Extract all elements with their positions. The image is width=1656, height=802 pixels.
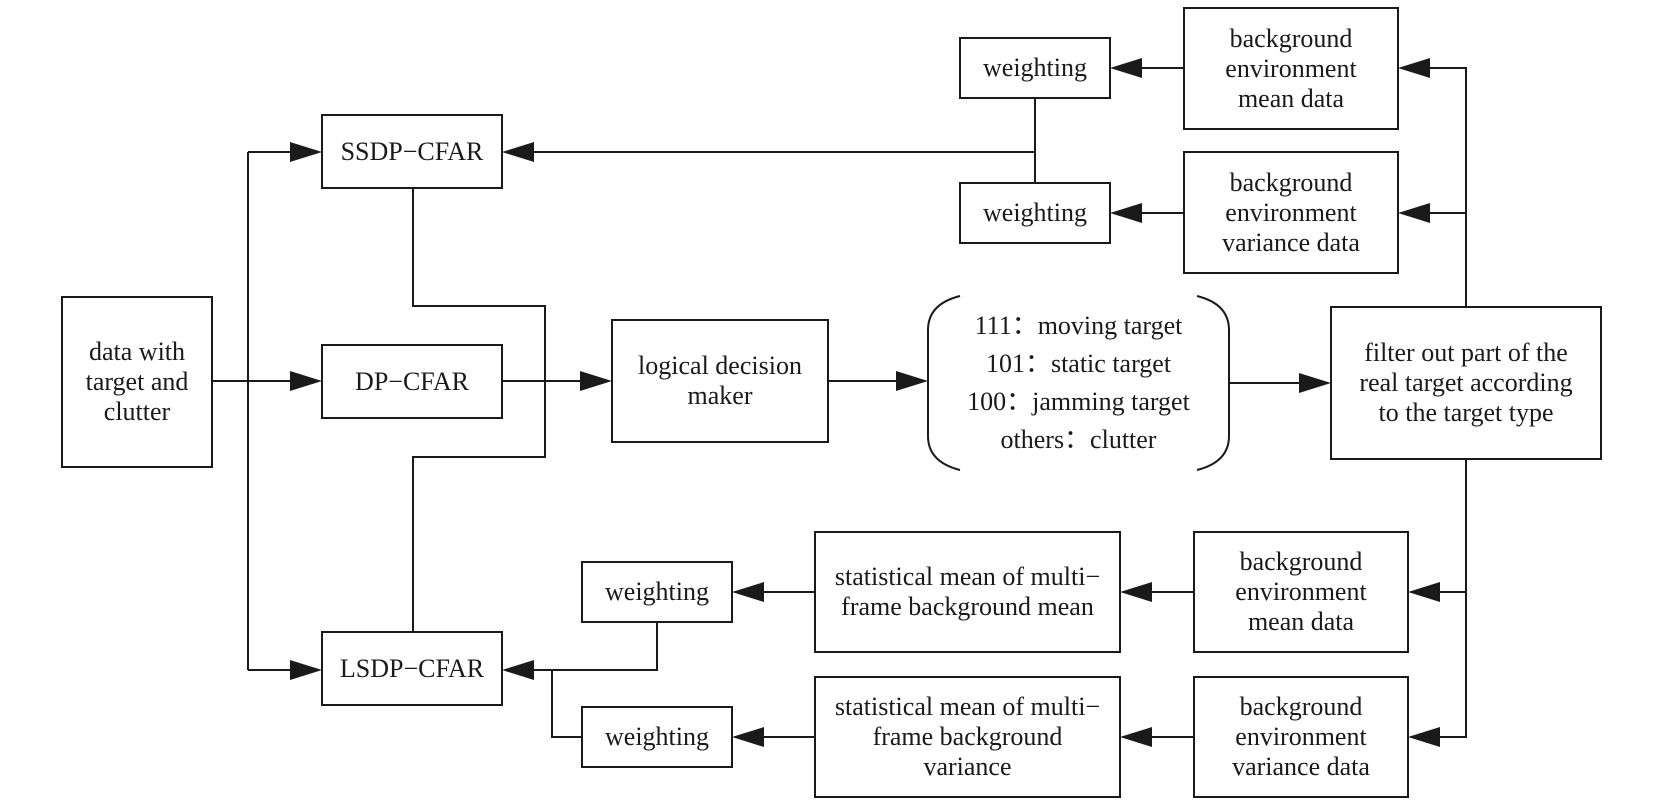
arrow-to-weighting-top2 bbox=[1110, 203, 1142, 223]
connector-input-bus bbox=[212, 151, 292, 671]
weighting-top2-label: weighting bbox=[960, 183, 1110, 243]
stat-var-label: statistical mean of multi−frame backgrou… bbox=[815, 677, 1120, 797]
stat-var-line-1: statistical mean of multi− bbox=[834, 692, 1101, 721]
arrow-to-weighting-bot2 bbox=[732, 727, 764, 747]
stat-var-line-2: frame background bbox=[872, 722, 1063, 751]
weighting-top2-box bbox=[959, 182, 1111, 244]
ssdp-cfar-box bbox=[321, 114, 503, 189]
bg-var-bot-line-2: environment bbox=[1235, 722, 1367, 751]
bg-mean-bot-line-2: environment bbox=[1235, 577, 1367, 606]
ssdp-cfar-line-1: SSDP−CFAR bbox=[340, 136, 484, 166]
decision-bracket-left bbox=[927, 295, 961, 471]
bg-mean-top-line-2: environment bbox=[1225, 53, 1357, 83]
input-line-3: clutter bbox=[103, 397, 171, 426]
weighting-top1-label: weighting bbox=[960, 38, 1110, 98]
arrow-into-lsdp bbox=[502, 660, 534, 680]
decision-codes-line-3: 100：jamming target bbox=[967, 387, 1190, 416]
input-line-1: data with bbox=[88, 337, 186, 366]
filter-line-2: real target according bbox=[1359, 368, 1573, 397]
arrow-to-bg-var-bot bbox=[1408, 727, 1440, 747]
connector-weighting-to-lsdp bbox=[534, 622, 658, 738]
bg-var-top-line-2: environment bbox=[1225, 197, 1357, 227]
weighting-bot2-box bbox=[581, 706, 733, 768]
connector-filter-to-bottom bbox=[1440, 459, 1467, 738]
logical-decision-line-2: maker bbox=[687, 381, 753, 410]
arrow-to-codes bbox=[896, 371, 928, 391]
stat-var-box bbox=[814, 676, 1121, 798]
weighting-bot1-label: weighting bbox=[582, 562, 732, 622]
bg-mean-bot-line-1: background bbox=[1239, 547, 1363, 576]
bg-var-top-line-1: background bbox=[1229, 167, 1353, 197]
ssdp-cfar-label: SSDP−CFAR bbox=[322, 115, 502, 188]
logical-decision-box bbox=[611, 319, 829, 443]
arrow-to-bg-mean-top bbox=[1398, 58, 1430, 78]
lsdp-cfar-box bbox=[321, 631, 503, 706]
arrow-to-weighting-top1 bbox=[1110, 58, 1142, 78]
lsdp-cfar-label: LSDP−CFAR bbox=[322, 632, 502, 705]
bg-mean-top-line-1: background bbox=[1229, 23, 1353, 53]
connector-weighting-to-ssdp bbox=[534, 98, 1036, 183]
input-line-2: target and bbox=[85, 367, 189, 396]
arrow-to-bg-mean-bot bbox=[1408, 582, 1440, 602]
arrow-to-logic bbox=[580, 371, 612, 391]
connector-filter-to-top bbox=[1430, 67, 1467, 307]
arrow-to-weighting-bot1 bbox=[732, 582, 764, 602]
filter-line-3: to the target type bbox=[1378, 398, 1554, 427]
bg-var-bot-line-1: background bbox=[1239, 692, 1363, 721]
arrow-to-ssdp bbox=[290, 142, 322, 162]
input-box bbox=[61, 296, 213, 468]
stat-mean-label: statistical mean of multi−frame backgrou… bbox=[815, 532, 1120, 652]
filter-line-1: filter out part of the bbox=[1364, 338, 1568, 367]
stat-var-line-3: variance bbox=[923, 752, 1012, 781]
decision-codes-line-1: 111：moving target bbox=[974, 311, 1183, 340]
bg-var-top-box bbox=[1183, 151, 1399, 274]
stat-mean-line-2: frame background mean bbox=[841, 592, 1094, 621]
bg-mean-top-line-3: mean data bbox=[1237, 83, 1345, 113]
weighting-bot2-label: weighting bbox=[582, 707, 732, 767]
weighting-bot1-line-1: weighting bbox=[605, 577, 709, 606]
connector-stat-to-weighting bbox=[764, 591, 815, 738]
arrow-to-bg-var-top bbox=[1398, 203, 1430, 223]
filter-box bbox=[1330, 306, 1602, 460]
dp-cfar-line-1: DP−CFAR bbox=[355, 366, 469, 396]
dp-cfar-box bbox=[321, 344, 503, 419]
bg-mean-bot-line-3: mean data bbox=[1247, 607, 1355, 636]
connector-ssdp-to-logic bbox=[412, 188, 546, 381]
logical-decision-line-1: logical decision bbox=[638, 351, 802, 380]
arrow-to-stat-mean bbox=[1120, 582, 1152, 602]
decision-codes-line-4: others：clutter bbox=[1000, 425, 1157, 454]
weighting-top2-line-1: weighting bbox=[983, 198, 1087, 227]
stat-mean-line-1: statistical mean of multi− bbox=[834, 562, 1101, 591]
connector-bg-to-weighting-top bbox=[1142, 67, 1184, 214]
stat-mean-box bbox=[814, 531, 1121, 653]
weighting-top1-line-1: weighting bbox=[983, 53, 1087, 82]
connector-lsdp-to-logic bbox=[412, 381, 546, 632]
arrow-to-dp bbox=[290, 371, 322, 391]
connector-bg-to-stat bbox=[1152, 591, 1194, 738]
arrow-to-stat-var bbox=[1120, 727, 1152, 747]
decision-codes-line-2: 101：static target bbox=[985, 349, 1172, 378]
arrow-to-lsdp bbox=[290, 660, 322, 680]
lsdp-cfar-line-1: LSDP−CFAR bbox=[339, 653, 485, 683]
bg-var-bot-line-3: variance data bbox=[1232, 752, 1370, 781]
bg-var-top-line-3: variance data bbox=[1222, 227, 1360, 257]
arrow-into-ssdp bbox=[502, 142, 534, 162]
decision-codes-label: 111：moving target 101：static target 100：ja… bbox=[928, 296, 1229, 470]
dp-cfar-label: DP−CFAR bbox=[322, 345, 502, 418]
arrow-to-filter bbox=[1299, 373, 1331, 393]
weighting-bot2-line-1: weighting bbox=[605, 722, 709, 751]
